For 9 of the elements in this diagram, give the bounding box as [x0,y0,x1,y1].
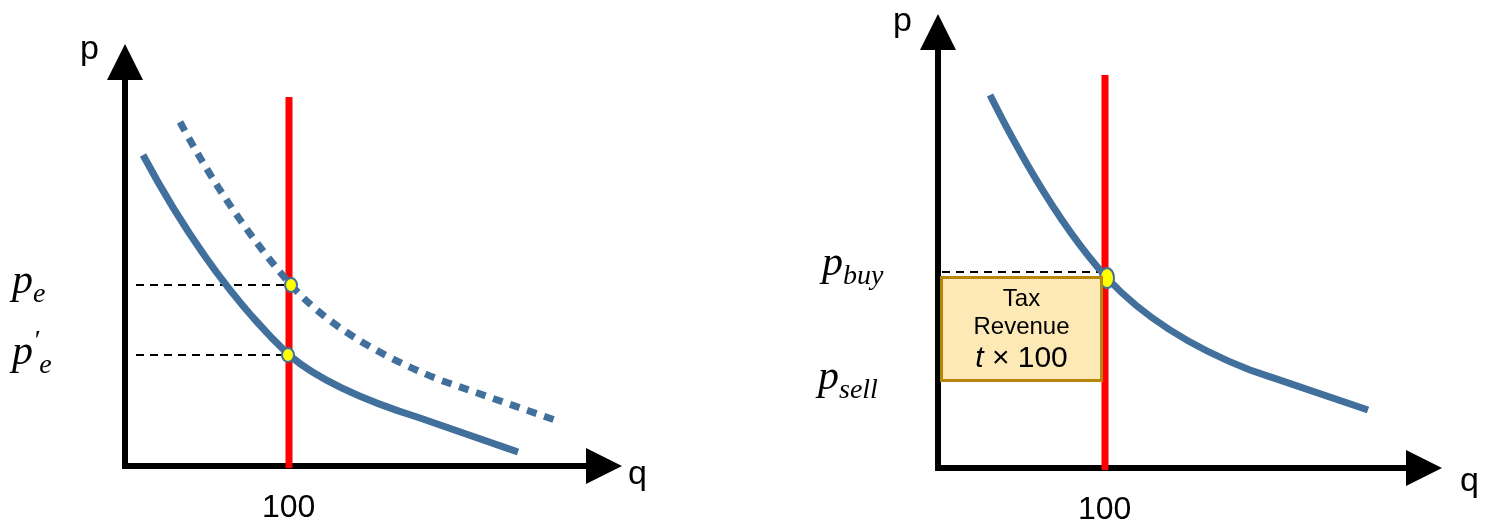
box-title: Tax Revenue [972,284,1071,340]
axis-label: p [80,30,99,64]
tick-label: 100 [1078,492,1132,524]
axis-label: q [1460,462,1479,496]
axis-label: p [893,2,912,36]
tick-label: 100 [262,490,316,522]
formula-text: t × 100 [975,340,1068,374]
axis-label: q [628,455,647,489]
tax-revenue-box [940,276,1103,382]
